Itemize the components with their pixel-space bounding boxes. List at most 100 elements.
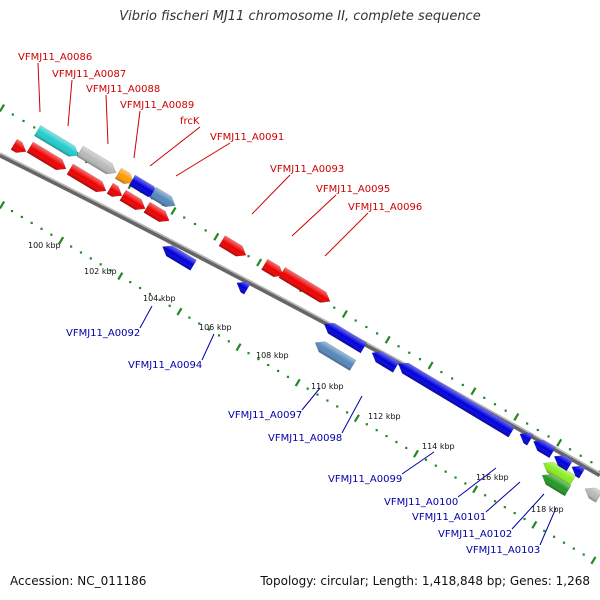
leader-line <box>485 481 521 513</box>
lower-tick-row-dot <box>30 221 33 224</box>
lower-tick-row-major-tick <box>176 307 183 316</box>
leader-line <box>324 212 369 257</box>
gene-arrow-unlabeled-shade <box>143 202 170 222</box>
gene-arrow-unlabeled-shade <box>106 183 123 197</box>
leader-line <box>511 493 545 530</box>
gene-arrow-unlabeled-shade <box>119 190 146 210</box>
lower-tick-row-dot <box>20 215 23 219</box>
upper-tick-row-dot <box>11 113 14 116</box>
scale-label: 106 kbp <box>199 323 232 332</box>
gene-label: VFMJ11_A0091 <box>210 132 284 143</box>
lower-tick-row-dot <box>493 500 497 503</box>
backbone-highlight <box>0 152 600 474</box>
gene-label: VFMJ11_A0098 <box>268 433 342 444</box>
upper-tick-row-dot <box>483 396 486 399</box>
gene-arrow <box>314 341 357 371</box>
lower-tick-row-dot <box>306 387 309 390</box>
gene-arrow-unlabeled <box>119 189 146 210</box>
lower-tick-row-dot <box>286 375 290 378</box>
gene-arrow <box>76 145 117 175</box>
lower-tick-row-dot <box>543 529 546 532</box>
gene-arrow-unlabeled <box>106 182 123 197</box>
upper-tick-row-dot <box>504 409 507 412</box>
lower-tick-row-dot <box>208 328 211 331</box>
upper-tick-row-dot <box>365 325 368 329</box>
accession-text: Accession: NC_011186 <box>10 574 147 588</box>
upper-tick-row-dot <box>247 255 250 258</box>
map-title: Vibrio fischeri MJ11 chromosome II, comp… <box>119 9 481 24</box>
leader-line <box>105 94 109 145</box>
lower-tick-row-major-tick <box>294 378 301 387</box>
lower-tick-row-major-tick <box>58 236 65 245</box>
lower-tick-row-dot <box>89 257 92 260</box>
lower-tick-row-dot <box>139 286 142 290</box>
gene-arrow-unlabeled <box>533 440 556 459</box>
gene-arrow-unlabeled-shade <box>571 465 586 479</box>
gene-arrow-unlabeled-shade <box>533 440 556 458</box>
lower-tick-row-dot <box>267 363 270 367</box>
gene-arrow <box>149 186 176 207</box>
scale-label: 112 kbp <box>368 412 401 421</box>
upper-tick-row-dot <box>451 377 454 380</box>
gene-arrow <box>114 167 135 184</box>
lower-tick-row-major-tick <box>531 520 538 529</box>
upper-tick-row-major-tick <box>427 361 434 370</box>
lower-tick-row-major-tick <box>413 449 420 458</box>
upper-tick-row-dot <box>204 229 207 232</box>
upper-tick-row-dot <box>354 319 357 322</box>
gene-arrow <box>323 322 368 354</box>
gene-label: frcK <box>180 116 200 127</box>
gene-arrow-shade <box>34 125 79 157</box>
upper-tick-row-major-tick <box>556 438 563 447</box>
upper-tick-row-dot <box>579 454 582 457</box>
gene-label: VFMJ11_A0101 <box>412 512 486 523</box>
lower-tick-row-dot <box>79 251 83 254</box>
gene-arrow-shade <box>115 168 134 184</box>
leader-line <box>251 174 291 215</box>
gene-arrow-shade <box>542 474 571 496</box>
lower-tick-row-dot <box>346 411 349 414</box>
lower-tick-row-dot <box>277 369 280 373</box>
gene-arrow-unlabeled <box>10 138 27 153</box>
gene-arrow-unlabeled <box>553 455 574 472</box>
lower-tick-row-major-tick <box>590 556 597 565</box>
gene-arrow <box>278 267 331 303</box>
lower-tick-row-dot <box>10 209 14 213</box>
scale-label: 114 kbp <box>422 442 455 451</box>
lower-tick-row-dot <box>198 322 201 325</box>
upper-tick-row-major-tick <box>213 232 220 241</box>
lower-tick-row-dot <box>464 482 467 485</box>
gene-arrow-shade <box>278 267 331 303</box>
gene-arrow <box>236 281 251 295</box>
leader-line <box>149 126 201 167</box>
lower-tick-row-dot <box>503 506 506 509</box>
gene-label: VFMJ11_A0099 <box>328 474 402 485</box>
lower-tick-row-dot <box>582 553 585 556</box>
lower-tick-row-dot <box>158 298 161 301</box>
lower-tick-row-dot <box>454 476 457 479</box>
lower-tick-row-dot <box>434 464 437 467</box>
lower-tick-row-dot <box>188 316 191 319</box>
upper-tick-row-dot <box>33 126 36 129</box>
gene-features <box>10 125 600 503</box>
gene-arrow-shade <box>543 462 576 486</box>
upper-tick-row-major-tick <box>513 413 520 422</box>
gene-label: VFMJ11_A0100 <box>384 497 458 508</box>
lower-tick-row-dot <box>562 541 566 544</box>
gene-label: VFMJ11_A0086 <box>18 52 92 63</box>
topology-summary: Topology: circular; Length: 1,418,848 bp… <box>260 574 590 588</box>
scale-label: 102 kbp <box>84 267 117 276</box>
lower-tick-row-dot <box>365 423 368 426</box>
lower-tick-row-dot <box>50 233 53 236</box>
upper-tick-row-dot <box>526 422 529 425</box>
gene-arrow-unlabeled-shade <box>554 455 573 471</box>
lower-tick-row-dot <box>227 340 230 343</box>
lower-tick-row-dot <box>148 292 152 296</box>
scale-label: 118 kbp <box>531 505 564 514</box>
lower-tick-row-dot <box>572 547 575 550</box>
upper-tick-row-dot <box>183 216 186 219</box>
leader-line <box>341 395 363 434</box>
gene-label: VFMJ11_A0102 <box>438 529 512 540</box>
lower-tick-row-dot <box>247 352 250 355</box>
lower-tick-row-major-tick <box>353 414 360 423</box>
